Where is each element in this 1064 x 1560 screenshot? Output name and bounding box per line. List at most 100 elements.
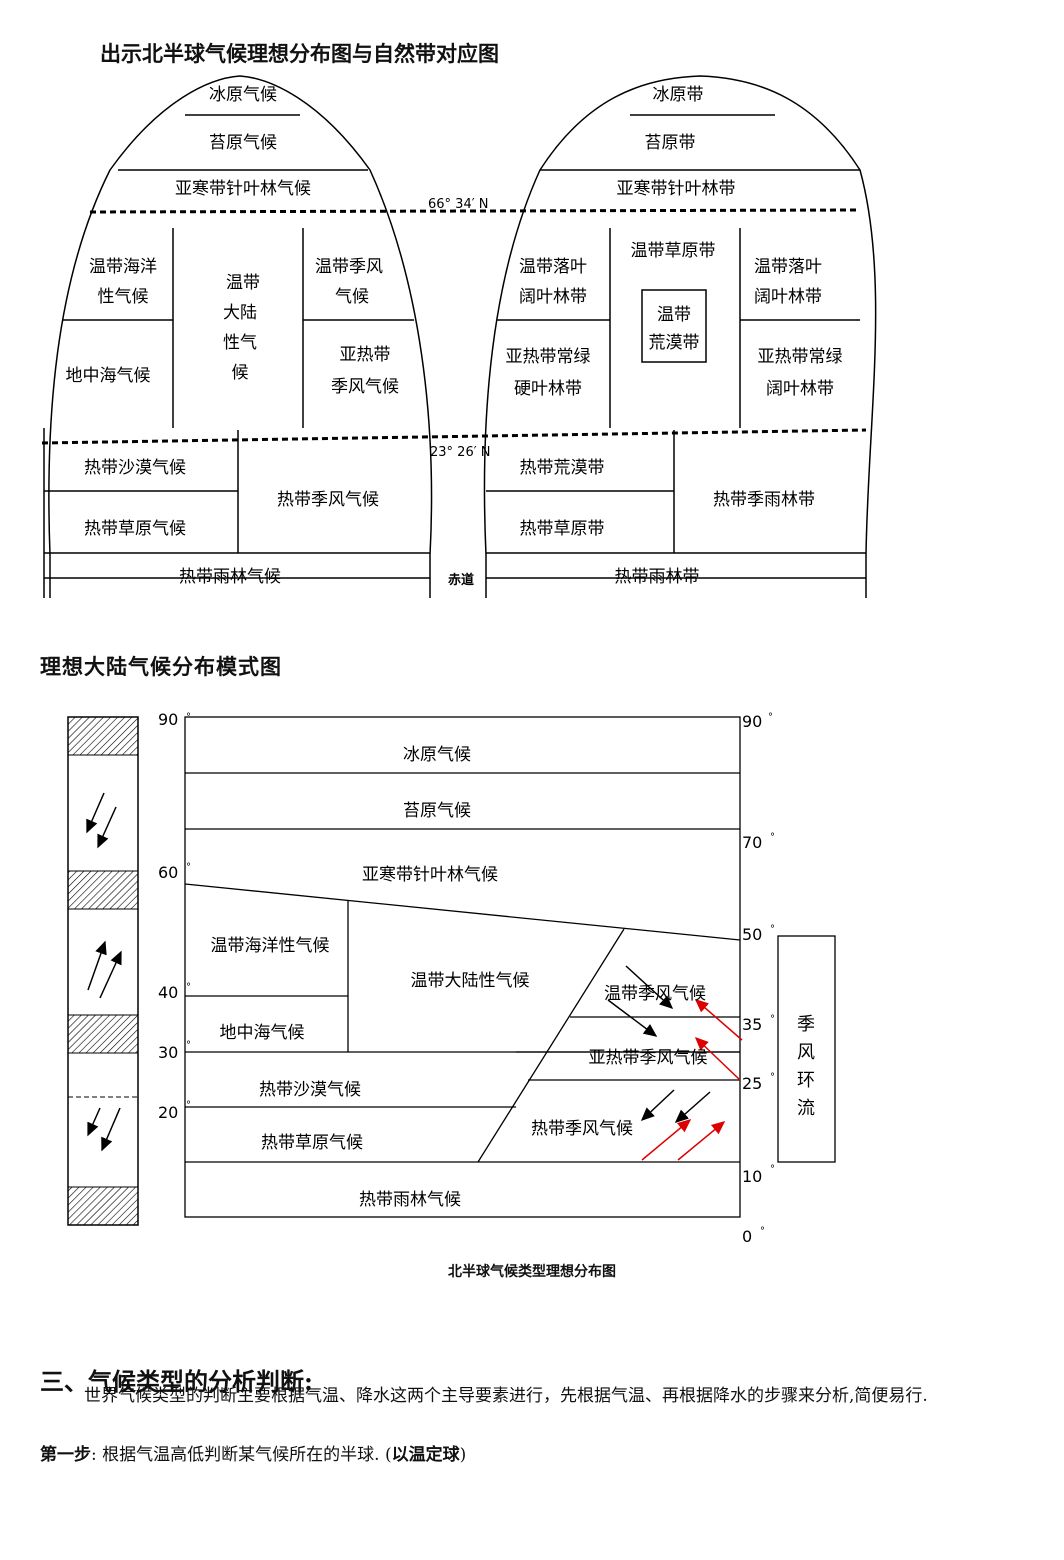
- lat-left-20: 20: [158, 1103, 178, 1122]
- d2-label-subtrop-monsoon: 亚热带季风气候: [589, 1048, 708, 1068]
- label-subtrop-monsoon-2: 季风气候: [331, 377, 399, 397]
- label-zone-desert-2: 荒漠带: [649, 333, 700, 353]
- lat-right-10: 10: [742, 1167, 762, 1186]
- svg-text:°: °: [768, 712, 773, 723]
- label-zone-savanna: 热带草原带: [520, 519, 605, 539]
- label-temp-monsoon-1: 温带季风: [315, 257, 383, 277]
- monsoon-char-4: 流: [797, 1098, 815, 1119]
- label-zone-evergreen-1: 亚热带常绿: [758, 347, 843, 367]
- right-dome-outline: [483, 75, 877, 598]
- step-label: 第一步: [40, 1445, 91, 1465]
- label-zone-ice: 冰原带: [653, 85, 704, 105]
- wind-arrow: [101, 1107, 121, 1152]
- tropic-label: 23° 26′ N: [430, 445, 491, 460]
- label-zone-evergreen-2: 阔叶林带: [766, 379, 834, 399]
- lat-right-90: 90: [742, 712, 762, 731]
- d2-label-trop-desert: 热带沙漠气候: [259, 1080, 361, 1100]
- label-continental-3: 性气: [223, 333, 257, 353]
- label-zone-desert-1: 温带: [657, 305, 691, 325]
- polar-circle-line: [89, 208, 861, 214]
- label-continental-4: 候: [232, 363, 249, 383]
- label-trop-desert: 热带沙漠气候: [84, 458, 186, 478]
- label-continental-1: 温带: [226, 273, 260, 293]
- polar-circle-label: 66° 34′ N: [428, 197, 489, 212]
- wind-arrow: [86, 792, 105, 834]
- ideal-continent-diagram: 90 60 40 30 20 ° ° ° ° ° 90 70 50 35 25 10 0…: [67, 710, 836, 1246]
- d2-label-trop-monsoon: 热带季风气候: [531, 1119, 633, 1139]
- d2-label-savanna: 热带草原气候: [261, 1133, 363, 1153]
- label-zone-deciduous-e-1: 温带落叶: [754, 257, 822, 277]
- lat-left-60: 60: [158, 863, 178, 882]
- lat-right-50: 50: [742, 925, 762, 944]
- diagram2-title: 理想大陆气候分布模式图: [40, 654, 282, 679]
- equator-label: 赤道: [448, 572, 474, 588]
- svg-text:°: °: [186, 1040, 191, 1051]
- label-zone-sclerophyll-2: 硬叶林带: [514, 379, 582, 399]
- d2-label-subarctic: 亚寒带针叶林气候: [362, 865, 498, 885]
- monsoon-char-1: 季: [797, 1014, 815, 1035]
- left-dome-outline: [48, 75, 433, 598]
- label-rainforest: 热带雨林气候: [179, 567, 281, 587]
- step-text: : 根据气温高低判断某气候所在的半球. (: [91, 1445, 392, 1465]
- label-zone-sclerophyll-1: 亚热带常绿: [506, 347, 591, 367]
- svg-text:°: °: [186, 1100, 191, 1111]
- label-zone-trop-monsoon-forest: 热带季雨林带: [713, 490, 815, 510]
- step-one: 第一步: 根据气温高低判断某气候所在的半球. (以温定球): [40, 1440, 466, 1465]
- svg-text:°: °: [770, 832, 775, 843]
- lat-right-70: 70: [742, 833, 762, 852]
- svg-text:°: °: [770, 1164, 775, 1175]
- svg-text:°: °: [186, 862, 191, 873]
- monsoon-char-3: 环: [797, 1070, 815, 1091]
- svg-text:°: °: [770, 924, 775, 935]
- pressure-belt-column: [67, 716, 139, 1226]
- step-bold: 以温定球: [391, 1445, 460, 1465]
- label-zone-deciduous-w-1: 温带落叶: [519, 257, 587, 277]
- label-trop-monsoon: 热带季风气候: [277, 490, 379, 510]
- label-temp-monsoon-2: 气候: [335, 287, 369, 307]
- monsoon-char-2: 风: [797, 1042, 815, 1063]
- wind-arrow: [99, 950, 122, 999]
- label-zone-trop-desert: 热带荒漠带: [520, 458, 605, 478]
- label-marine-west-2: 性气候: [98, 287, 149, 307]
- d2-label-ice-cap: 冰原气候: [403, 745, 471, 765]
- label-marine-west-1: 温带海洋: [89, 257, 157, 277]
- svg-text:°: °: [770, 1014, 775, 1025]
- lat-left-30: 30: [158, 1043, 178, 1062]
- tropic-line: [41, 428, 867, 445]
- label-zone-taiga: 亚寒带针叶林带: [617, 179, 736, 199]
- svg-text:°: °: [760, 1226, 765, 1237]
- d2-label-mediterranean: 地中海气候: [220, 1023, 305, 1043]
- label-zone-deciduous-w-2: 阔叶林带: [519, 287, 587, 307]
- diagram2-caption: 北半球气候类型理想分布图: [448, 1264, 616, 1280]
- label-savanna: 热带草原气候: [84, 519, 186, 539]
- label-subarctic: 亚寒带针叶林气候: [175, 179, 311, 199]
- svg-text:°: °: [770, 1072, 775, 1083]
- d2-label-temp-monsoon: 温带季风气候: [604, 984, 706, 1004]
- label-zone-tundra: 苔原带: [645, 133, 696, 153]
- d2-label-marine-west: 温带海洋性气候: [211, 936, 330, 956]
- d2-label-continental: 温带大陆性气候: [411, 971, 530, 991]
- section-paragraph: 世界气候类型的判断主要根据气温、降水这两个主导要素进行，先根据气温、再根据降水的…: [84, 1386, 928, 1406]
- lat-left-90: 90: [158, 710, 178, 729]
- d2-label-tundra: 苔原气候: [403, 801, 471, 821]
- svg-text:°: °: [186, 982, 191, 993]
- wind-arrow: [97, 806, 117, 849]
- label-ice-cap: 冰原气候: [209, 85, 277, 105]
- label-continental-2: 大陆: [223, 303, 257, 323]
- wind-arrow: [87, 1107, 101, 1137]
- diagram1-title: 出示北半球气候理想分布图与自然带对应图: [100, 41, 499, 66]
- climate-zone-dome-diagram: 66° 34′ N 23° 26′ N 赤道 冰原气候 苔原气候 亚寒带针叶林气…: [41, 75, 877, 598]
- lat-right-0: 0: [742, 1227, 752, 1246]
- wind-arrow: [87, 940, 107, 991]
- label-tundra: 苔原气候: [209, 133, 277, 153]
- label-mediterranean: 地中海气候: [66, 366, 151, 386]
- label-zone-rainforest: 热带雨林带: [615, 567, 700, 587]
- section-heading: 三、气候类型的分析判断:: [40, 1367, 313, 1396]
- label-zone-grassland: 温带草原带: [631, 241, 716, 261]
- step-end: ): [459, 1445, 467, 1465]
- lat-right-25: 25: [742, 1074, 762, 1093]
- lat-left-40: 40: [158, 983, 178, 1002]
- svg-text:°: °: [186, 712, 191, 723]
- lat-right-35: 35: [742, 1015, 762, 1034]
- label-subtrop-monsoon-1: 亚热带: [340, 345, 391, 365]
